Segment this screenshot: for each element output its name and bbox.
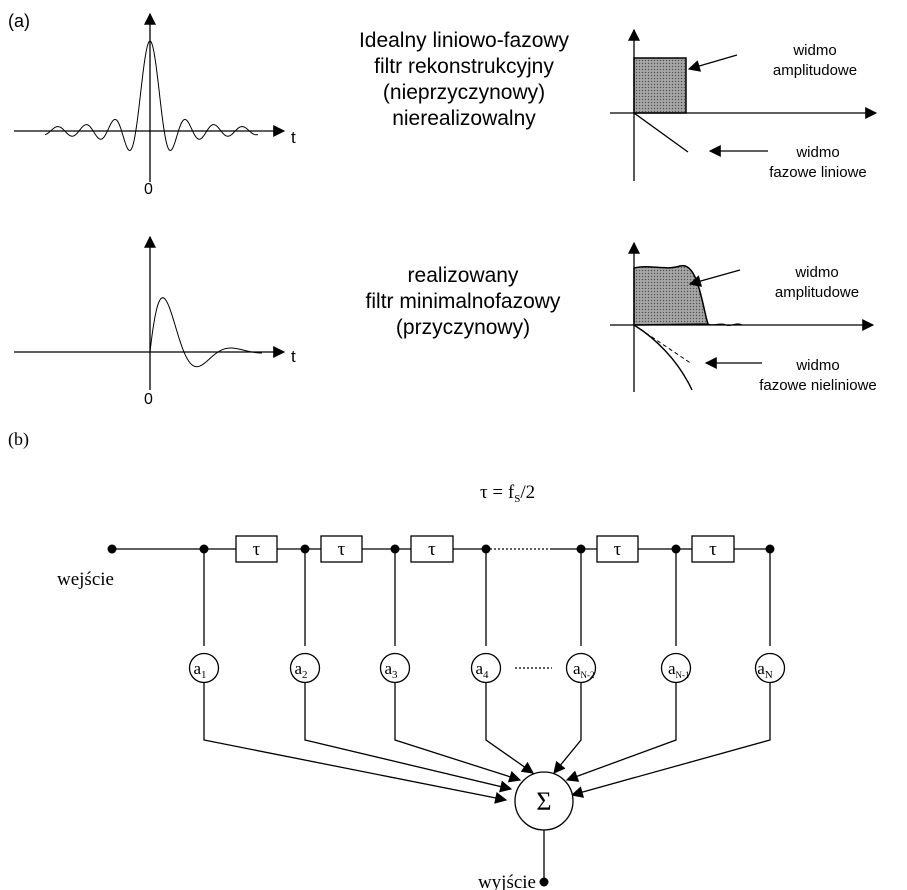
sum-inputs [203,683,771,804]
real-filter-title: realizowany filtr minimalnofazowy (przyc… [366,264,561,339]
coefficient-aN-2-base: a [573,659,581,678]
tap-node-6 [671,544,681,554]
delay-element-5-label: τ [709,539,717,560]
ideal-zero-label: 0 [144,181,153,198]
output-node [539,877,549,887]
delay-element-2-label: τ [338,539,346,560]
coefficient-aN-2: aN-2 [565,652,597,684]
real-amplitude-spectrum [633,264,710,326]
real-t-label: t [291,347,296,366]
real-impulse-response-plot: t 0 [14,235,296,408]
ideal-amp-label-line-2: amplitudowe [773,62,857,79]
delay-element-4-label: τ [614,539,622,560]
ideal-phase-label-line-1: widmo [795,144,839,161]
delay-element-1: τ [235,535,278,563]
tap-lines [203,549,771,646]
ideal-amplitude-pointer-arrow [687,54,738,72]
ideal-spectrum-plot: widmo amplitudowe widmo fazowe liniowe [610,28,878,181]
coefficient-a4-base: a [475,659,483,678]
tap-node-7 [765,544,775,554]
output-label: wyjście [478,872,536,890]
real-impulse-curve [149,297,263,368]
svg-text:a1: a1 [193,659,206,681]
ideal-linear-phase-line [633,112,689,153]
ideal-impulse-response-plot: t 0 [14,12,296,198]
summation-node: Σ [514,771,574,831]
ideal-amplitude-spectrum [633,57,687,114]
ideal-phase-label-line-2: fazowe liniowe [769,164,867,181]
coefficient-a2: a2 [289,652,321,684]
tau-equation: τ = fS/2 [480,482,535,505]
ideal-title-line-2: filtr rekonstrukcyjny [374,55,554,78]
ideal-filter-title: Idealny liniowo-fazowy filtr rekonstrukc… [359,29,570,130]
coefficient-aN-1: aN-1 [660,652,692,684]
delay-element-2: τ [320,535,363,563]
coefficient-a4-sub: 4 [483,669,489,681]
tap-node-3 [390,544,400,554]
real-nonlinear-phase-curve [633,324,693,391]
tau-equation-rhs: /2 [520,482,535,503]
ideal-title-line-3: (nieprzyczynowy) [383,81,545,104]
ideal-t-label: t [291,128,296,147]
svg-text:aN-2: aN-2 [573,659,595,680]
coefficient-aN-1-sub: N-1 [676,670,690,680]
tap-node-1 [199,544,209,554]
tap-node-4 [481,544,491,554]
input-label: wejście [57,569,114,590]
svg-text:aN-1: aN-1 [668,659,690,680]
tap-node-5 [576,544,586,554]
real-linear-phase-reference [633,324,693,365]
real-phase-label-line-2: fazowe nieliniowe [759,377,877,394]
coefficient-aN-2-sub: N-2 [581,670,595,680]
coefficient-a4: a4 [470,652,502,684]
coefficient-a1-base: a [193,659,201,678]
coefficient-aN-sub: N [765,669,773,681]
svg-text:a4: a4 [475,659,489,681]
real-title-line-1: realizowany [408,264,519,287]
real-phase-label-line-1: widmo [795,357,839,374]
input-node [107,544,117,554]
real-zero-label: 0 [144,391,153,408]
svg-text:aN: aN [757,659,773,681]
svg-text:a2: a2 [294,659,307,681]
coefficient-a2-sub: 2 [302,669,308,681]
tau-equation-lhs: τ = f [480,482,515,503]
real-amplitude-pointer-arrow [688,269,741,287]
coefficient-aN: aN [754,652,786,684]
coefficient-a1-sub: 1 [201,669,207,681]
real-title-line-3: (przyczynowy) [396,316,530,339]
delay-element-1-label: τ [253,539,261,560]
sum-symbol: Σ [536,787,551,816]
coefficient-aN-base: a [757,659,765,678]
delay-element-3: τ [410,535,454,563]
ideal-title-line-1: Idealny liniowo-fazowy [359,29,570,52]
delay-element-3-label: τ [428,539,436,560]
ideal-sinc-curve [44,40,259,152]
coefficient-a2-base: a [294,659,302,678]
part-a-label: (a) [8,11,30,31]
fir-filter-diagram: τ τ τ τ τ wejście [57,535,786,890]
delay-element-5: τ [691,535,735,563]
tap-nodes [199,544,775,554]
ideal-title-line-4: nierealizowalny [392,107,536,130]
coefficient-a3-base: a [384,659,392,678]
real-amp-label-line-2: amplitudowe [775,284,859,301]
real-amp-label-line-1: widmo [794,264,838,281]
coefficient-aN-1-base: a [668,659,676,678]
coefficient-a3-sub: 3 [392,669,398,681]
real-title-line-2: filtr minimalnofazowy [366,290,561,313]
coefficient-a1: a1 [188,652,220,684]
part-b-label: (b) [8,429,29,450]
delay-element-4: τ [596,535,639,563]
tau-equation-sub: S [514,493,520,505]
tap-node-2 [300,544,310,554]
svg-text:a3: a3 [384,659,398,681]
real-spectrum-plot: widmo amplitudowe widmo fazowe nieliniow… [610,241,877,394]
coefficient-a3: a3 [379,652,411,684]
ideal-amp-label-line-1: widmo [792,42,836,59]
